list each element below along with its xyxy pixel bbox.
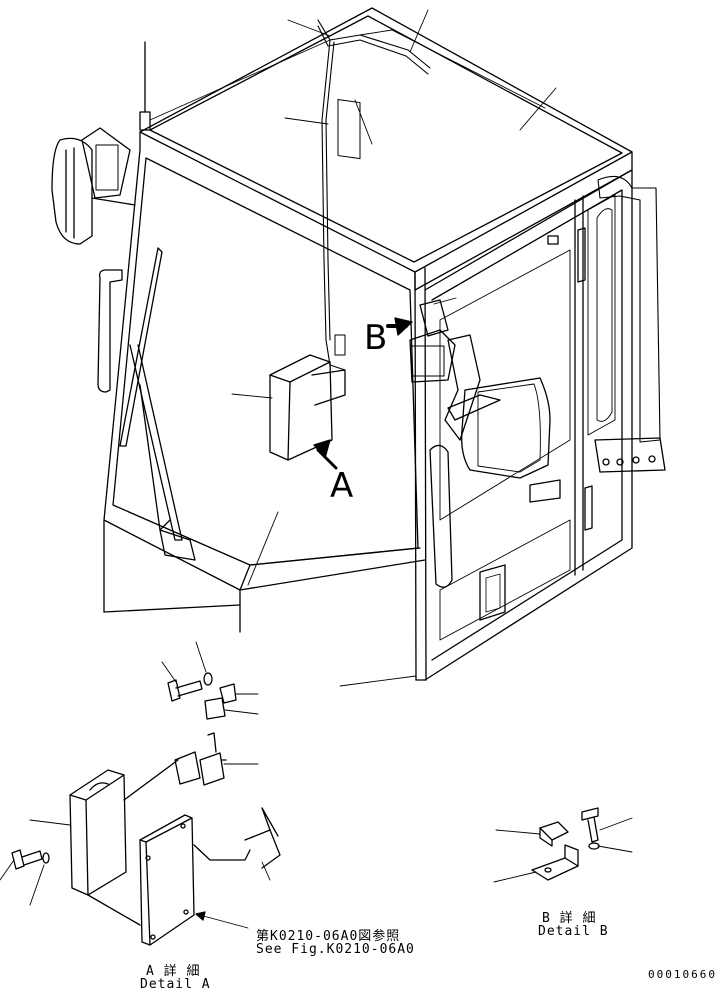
detail-a-harness: [87, 759, 281, 926]
detail-b-leaders: [493, 817, 633, 883]
detail-a-clamp: [219, 683, 237, 704]
detail-a-washer: [203, 672, 213, 686]
callout-b: B: [364, 318, 388, 358]
detail-a-bracket: [139, 814, 195, 946]
detail-a-relay: [204, 697, 226, 720]
leader-lines: [231, 9, 557, 687]
detail-a-title-en: Detail A: [140, 977, 211, 992]
left-mirror: [51, 127, 136, 245]
work-lamp: [409, 299, 456, 383]
detail-b-title-jp: B 詳 細: [542, 911, 597, 926]
antenna: [139, 41, 151, 131]
grab-handle-door: [429, 444, 453, 588]
detail-b-bracket: [531, 844, 579, 881]
wire-harness: [149, 19, 546, 371]
detail-a-connector: [174, 732, 227, 786]
right-mirror: [444, 334, 551, 479]
controller-box: [269, 334, 346, 461]
grab-handle-right: [597, 175, 661, 443]
detail-b-title-en: Detail B: [538, 924, 609, 939]
detail-b-lamp-part: [539, 821, 569, 847]
drawing-number: 00010660: [648, 968, 717, 981]
detail-a-title-jp: A 詳 細: [146, 964, 201, 979]
arrow-a: [313, 439, 338, 470]
cab-body: [103, 7, 633, 681]
detail-a-leaders: [0, 641, 271, 929]
detail-b-bolt: [581, 807, 599, 843]
wiper: [119, 247, 196, 561]
door-fittings: [479, 227, 666, 621]
reference-jp: 第K0210-06A0図参照: [256, 929, 401, 944]
grab-handle-left: [97, 269, 123, 393]
detail-a-bolt: [167, 679, 203, 702]
reference-arrow: [195, 911, 206, 921]
detail-a-bolt2: [11, 849, 50, 870]
caution-label: [337, 98, 361, 160]
reference-en: See Fig.K0210-06A0: [256, 942, 415, 957]
detail-b-washer: [588, 842, 600, 850]
detail-a-controller: [69, 769, 127, 896]
arrow-b: [386, 317, 413, 336]
callout-a: A: [330, 466, 354, 506]
